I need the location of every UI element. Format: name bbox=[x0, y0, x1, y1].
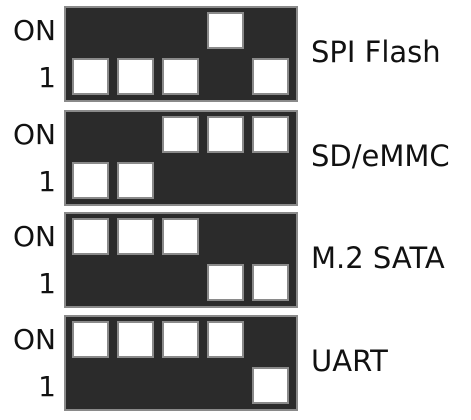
boot-mode-row: ON 1 SD/eMMC bbox=[0, 110, 471, 206]
on-position-label: ON bbox=[13, 118, 56, 151]
switch-knob-3 bbox=[162, 116, 199, 153]
switch-knob-1 bbox=[72, 162, 109, 199]
switch-knob-3 bbox=[162, 58, 199, 95]
off-position-label: 1 bbox=[38, 61, 56, 94]
switch-knob-2 bbox=[117, 162, 154, 199]
off-position-label: 1 bbox=[38, 165, 56, 198]
dip-switch-block bbox=[64, 315, 298, 411]
dip-switch-block bbox=[64, 110, 298, 206]
boot-mode-label: UART bbox=[311, 344, 388, 378]
dip-switch-block bbox=[64, 212, 298, 308]
switch-knob-3 bbox=[162, 321, 199, 358]
switch-knob-4 bbox=[207, 12, 244, 49]
on-position-label: ON bbox=[13, 323, 56, 356]
switch-knob-4 bbox=[207, 321, 244, 358]
switch-knob-4 bbox=[207, 264, 244, 301]
boot-mode-label: SD/eMMC bbox=[311, 139, 450, 173]
switch-knob-2 bbox=[117, 58, 154, 95]
boot-mode-row: ON 1 UART bbox=[0, 315, 471, 411]
switch-knob-1 bbox=[72, 58, 109, 95]
boot-mode-row: ON 1 M.2 SATA bbox=[0, 212, 471, 308]
switch-knob-2 bbox=[117, 218, 154, 255]
on-position-label: ON bbox=[13, 14, 56, 47]
switch-knob-5 bbox=[252, 116, 289, 153]
switch-knob-5 bbox=[252, 58, 289, 95]
on-position-label: ON bbox=[13, 220, 56, 253]
boot-mode-label: SPI Flash bbox=[311, 35, 441, 69]
switch-knob-2 bbox=[117, 321, 154, 358]
switch-knob-5 bbox=[252, 264, 289, 301]
switch-knob-3 bbox=[162, 218, 199, 255]
switch-knob-1 bbox=[72, 218, 109, 255]
dip-switch-block bbox=[64, 6, 298, 102]
switch-knob-5 bbox=[252, 367, 289, 404]
switch-knob-1 bbox=[72, 321, 109, 358]
boot-mode-label: M.2 SATA bbox=[311, 241, 445, 275]
off-position-label: 1 bbox=[38, 370, 56, 403]
off-position-label: 1 bbox=[38, 267, 56, 300]
switch-knob-4 bbox=[207, 116, 244, 153]
boot-mode-row: ON 1 SPI Flash bbox=[0, 6, 471, 102]
